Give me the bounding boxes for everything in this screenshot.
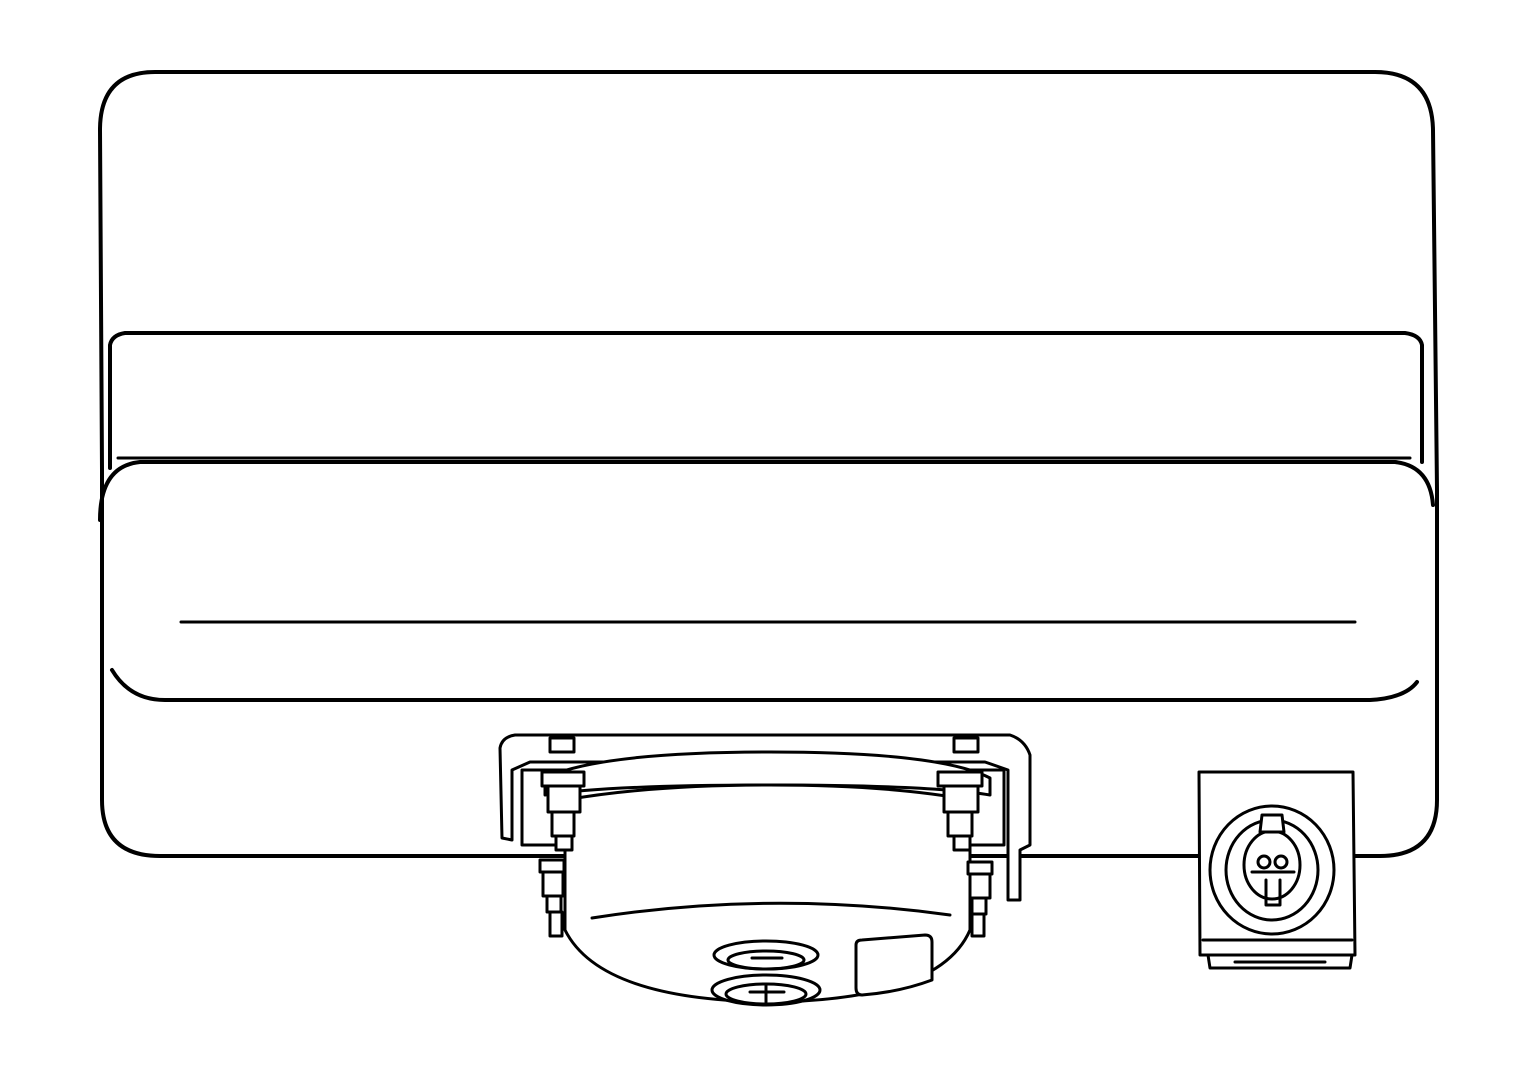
flange-ring [543,750,992,797]
upper-port-inner [726,949,806,971]
label-plate [854,933,934,997]
upper-port [712,939,820,971]
latch-tab [1258,813,1286,834]
lower-cover-bottom [110,668,1419,702]
lower-cover [98,460,1435,522]
latch-stem [1264,878,1282,907]
upper-band [108,331,1424,470]
terminal-pin-right [1273,854,1289,870]
housing-outline [98,70,1439,858]
lower-port-slot [748,983,786,1004]
dome-highlight [590,901,952,920]
socket-shell [1208,804,1336,936]
left-stud-upper [540,736,586,852]
module-housing [98,70,1439,858]
left-stud-lower [538,858,566,938]
right-stud-upper [936,736,984,852]
connector-base [1201,938,1354,970]
pump-assembly [498,733,1032,1007]
right-stud-lower [966,860,994,938]
terminal-pin-left [1256,854,1272,870]
electrical-connector [1197,770,1357,970]
